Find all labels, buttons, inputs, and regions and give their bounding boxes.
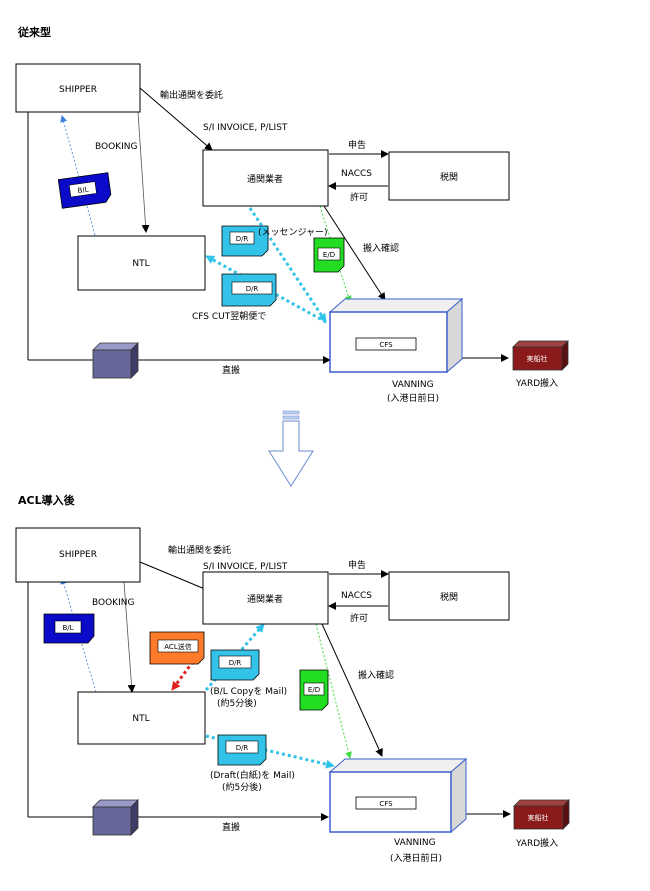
draft-label-1: (Draft(白紙)を Mail)	[210, 769, 295, 781]
cargo-cube	[92, 342, 139, 379]
booking-arrow	[137, 111, 150, 233]
dr-doc-label-1: D/R	[236, 235, 249, 243]
bl-document: B/L	[57, 172, 112, 209]
dr-document-3: D/R	[210, 649, 260, 681]
cfs-cut-label: CFS CUT翌朝便で	[192, 310, 266, 322]
permit-label: 許可	[350, 191, 368, 203]
booking-label: BOOKING	[95, 142, 137, 152]
customs-node: 税関	[388, 151, 510, 201]
dr-document-1: D/R	[221, 225, 269, 257]
broker-label-2: 通関業者	[247, 593, 283, 605]
permit-label-2: 許可	[350, 612, 368, 624]
consign-arrow-2	[139, 561, 213, 593]
cargo-cube-2	[92, 799, 139, 836]
customs-label-2: 税関	[440, 591, 458, 603]
messenger-label: (メッセンジャー)	[258, 227, 328, 238]
customs-label: 税関	[440, 171, 458, 183]
ed-flow-arrow	[319, 205, 352, 303]
ntl-label-2: NTL	[132, 714, 149, 724]
carry-in-confirm-label-2: 搬入確認	[358, 669, 394, 681]
yard-label-2: YARD搬入	[515, 837, 558, 849]
direct-label-2: 直搬	[222, 821, 240, 833]
shipper-label: SHIPPER	[59, 85, 97, 95]
broker-label: 通関業者	[247, 173, 283, 185]
shipper-node-2: SHIPPER	[15, 527, 141, 583]
ed-doc-label: E/D	[323, 251, 335, 259]
cfs-label-2: CFS	[379, 800, 393, 808]
shipping-company-label-2: 実船社	[528, 813, 549, 822]
ntl-node: NTL	[77, 235, 206, 291]
direct-label: 直搬	[222, 364, 240, 376]
draft-mail-arrow	[205, 734, 335, 769]
dr-doc-label-4: D/R	[236, 744, 249, 752]
ntl-node-2: NTL	[77, 691, 206, 745]
invoice-label-2: S/I INVOICE, P/LIST	[203, 562, 288, 572]
carry-in-confirm-label: 搬入確認	[363, 242, 399, 254]
bl-copy-label-1: (B/L Copyを Mail)	[210, 686, 287, 697]
booking-arrow-2	[123, 581, 136, 693]
acl-send-document: ACL送信	[149, 631, 205, 665]
section-title-acl: ACL導入後	[18, 493, 76, 507]
section-traditional: 従来型 SHIPPER 通関業者 税関 NTL	[15, 25, 569, 404]
transition-down-arrow	[268, 410, 314, 487]
cfs-container: CFS	[328, 297, 464, 374]
cfs-container-2: CFS	[328, 757, 468, 834]
ed-document-2: E/D	[299, 669, 329, 711]
declare-label-2: 申告	[348, 559, 366, 571]
broker-node-2: 通関業者	[202, 571, 329, 625]
bl-copy-label-2: (約5分後)	[217, 697, 257, 709]
bl-document-2: B/L	[43, 613, 95, 644]
bl-return-arrow	[60, 115, 96, 236]
naccs-label: NACCS	[341, 169, 372, 179]
vanning-label: VANNING	[392, 380, 434, 390]
section-acl: ACL導入後 SHIPPER 通関業者 税関 NTL	[15, 493, 570, 864]
section-title: 従来型	[17, 25, 51, 39]
acl-doc-label: ACL送信	[164, 642, 191, 651]
ntl-label: NTL	[132, 259, 149, 269]
ed-flow-arrow-2	[315, 623, 352, 759]
invoice-label: S/I INVOICE, P/LIST	[203, 123, 288, 133]
vanning-sub-label-2: (入港日前日)	[390, 852, 442, 864]
yard-label: YARD搬入	[515, 377, 558, 389]
shipper-node: SHIPPER	[15, 63, 141, 113]
shipper-label-2: SHIPPER	[59, 550, 97, 560]
cfs-label: CFS	[379, 341, 393, 349]
bl-doc-label-2: B/L	[62, 624, 73, 632]
booking-label-2: BOOKING	[92, 598, 134, 608]
vanning-sub-label: (入港日前日)	[387, 392, 439, 404]
vanning-label-2: VANNING	[394, 838, 436, 848]
ed-document: E/D	[313, 237, 345, 273]
dr-document-4: D/R	[217, 734, 267, 766]
bl-doc-label: B/L	[77, 186, 89, 195]
shipping-company-label: 実船社	[527, 354, 548, 363]
shipping-company-box-2: 実船社	[513, 799, 570, 830]
dr-flow-arrow-1	[248, 207, 328, 323]
ed-doc-label-2: E/D	[308, 686, 320, 694]
naccs-label-2: NACCS	[341, 591, 372, 601]
draft-label-2: (約5分後)	[222, 781, 262, 793]
consign-label: 輸出通関を委託	[160, 89, 223, 101]
dr-doc-label-3: D/R	[229, 659, 242, 667]
customs-node-2: 税関	[388, 571, 510, 621]
dr-document-2: D/R	[221, 273, 277, 307]
consign-arrow	[139, 87, 213, 151]
shipping-company-box: 実船社	[512, 340, 569, 371]
consign-label-2: 輸出通関を委託	[168, 544, 231, 556]
carry-in-confirm-arrow-2	[321, 623, 383, 757]
dr-doc-label-2: D/R	[246, 285, 259, 293]
broker-node: 通関業者	[202, 149, 329, 207]
carry-in-confirm-arrow	[323, 205, 386, 301]
declare-label: 申告	[348, 139, 366, 151]
